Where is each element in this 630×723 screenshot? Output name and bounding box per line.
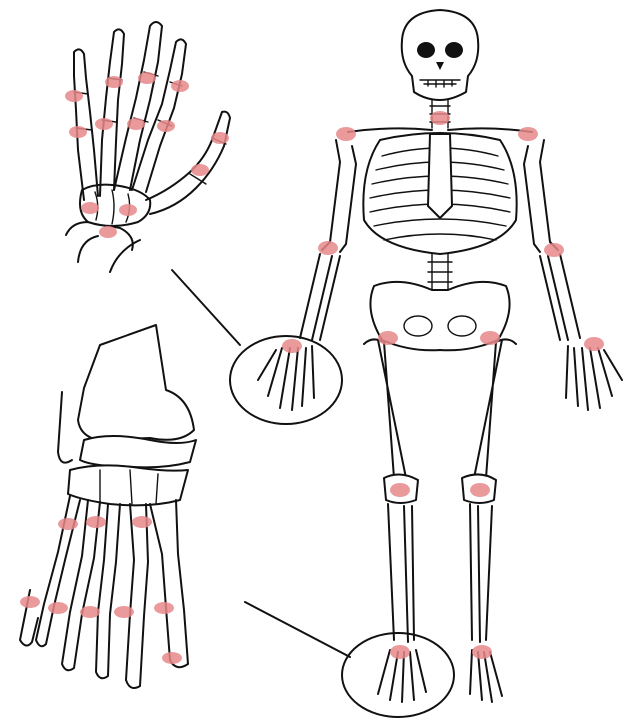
foot-joint-highlight [86,516,106,528]
foot-joint-highlight [58,518,78,530]
hand-joint-highlight [191,164,209,176]
hand-joint-highlight [99,226,117,238]
hip-joint-highlight [378,331,398,345]
foot-detail-illustration [20,325,196,688]
foot-joint-highlight [114,606,134,618]
wrist-joint-highlight [584,337,604,351]
hand-joint-highlight [171,80,189,92]
elbow-joint-highlight [318,241,338,255]
hand-joint-highlight [157,120,175,132]
foot-joint-highlight [154,602,174,614]
hand-joint-highlight [105,76,123,88]
hand-detail-illustration [65,22,230,272]
foot-joint-highlight [20,596,40,608]
foot-joint-highlight [80,606,100,618]
hand-joint-highlight [127,118,145,130]
full-skeleton-illustration [258,10,622,702]
shoulder-joint-highlight [518,127,538,141]
knee-joint-highlight [470,483,490,497]
hand-joint-highlight [95,118,113,130]
foot-joint-highlight [162,652,182,664]
hand-joint-highlight [119,204,137,216]
knee-joint-highlight [390,483,410,497]
hand-joint-highlight [81,202,99,214]
ankle-joint-highlight [472,645,492,659]
hand-joint-highlight [69,126,87,138]
hand-callout-line [172,270,240,345]
neck-joint-highlight [430,111,450,125]
elbow-joint-highlight [544,243,564,257]
foot-joint-highlight [48,602,68,614]
hand-joint-highlight [211,132,229,144]
shoulder-joint-highlight [336,127,356,141]
wrist-joint-highlight [282,339,302,353]
ankle-joint-highlight [390,645,410,659]
hand-joint-highlight [65,90,83,102]
foot-joint-highlight [132,516,152,528]
foot-callout-line [245,602,350,657]
hand-joint-highlight [138,72,156,84]
hip-joint-highlight [480,331,500,345]
